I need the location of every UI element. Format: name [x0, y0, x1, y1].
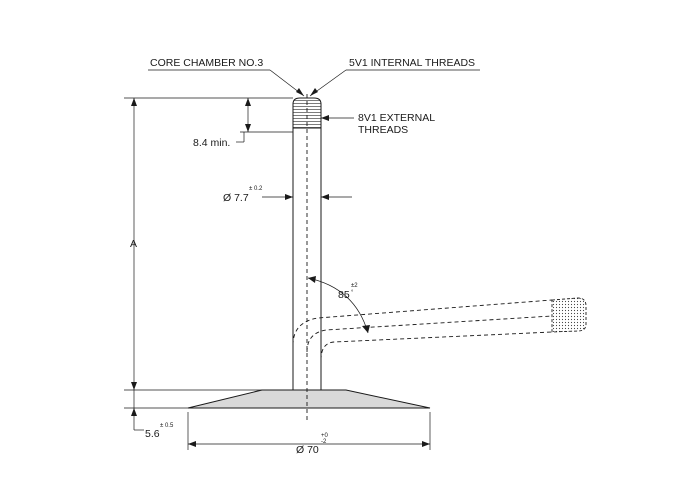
label-external-threads-2: THREADS — [358, 124, 408, 136]
label-core-chamber: CORE CHAMBER NO.3 — [150, 57, 263, 69]
label-base-diameter: Ø 70 — [296, 444, 319, 456]
stem-diameter-dimension — [262, 194, 352, 200]
label-internal-threads: 5V1 INTERNAL THREADS — [349, 57, 475, 69]
label-angle: 85 — [338, 289, 350, 301]
valve-base — [187, 389, 431, 409]
angle-dimension — [307, 276, 370, 334]
label-angle-unit: ° — [351, 290, 354, 296]
height-dimension — [124, 97, 293, 391]
label-stem-diameter-tol: ± 0.2 — [249, 186, 263, 192]
label-base-diameter-tol-upper: +0 — [321, 433, 329, 439]
label-base-thickness-tol: ± 0.5 — [160, 423, 174, 429]
label-base-diameter-tol-lower: -2 — [321, 439, 327, 445]
label-angle-tol: ±2 — [351, 283, 358, 289]
top-leaders — [148, 69, 480, 121]
label-height: A — [130, 238, 137, 250]
bent-threaded-tip — [551, 297, 587, 333]
min-depth-dimension — [236, 98, 293, 143]
label-stem-diameter: Ø 7.7 — [223, 192, 249, 204]
base-diameter-dimension — [187, 412, 431, 450]
valve-threaded-head — [292, 97, 322, 129]
label-external-threads-1: 8V1 EXTERNAL — [358, 112, 435, 124]
label-base-thickness: 5.6 — [145, 428, 160, 440]
bent-stem-outline — [292, 297, 587, 361]
label-min-depth: 8.4 min. — [193, 137, 230, 149]
base-thickness-dimension — [124, 390, 188, 431]
